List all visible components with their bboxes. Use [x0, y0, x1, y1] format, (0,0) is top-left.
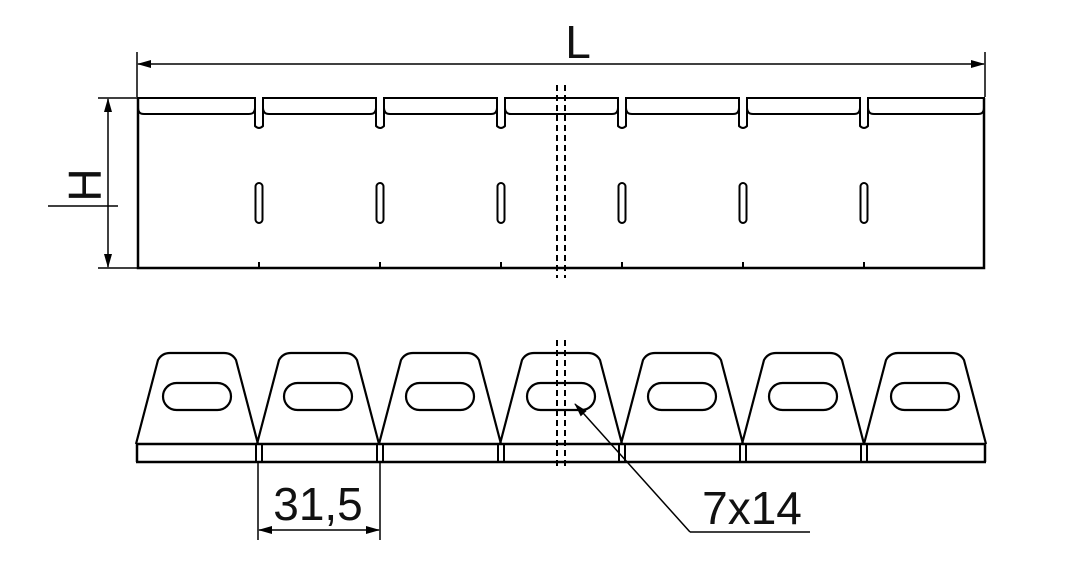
tab — [862, 351, 988, 445]
vertical-slots — [254, 182, 869, 224]
height-dimension: H — [48, 97, 137, 269]
length-label: L — [565, 16, 591, 68]
oblong-hole — [404, 381, 476, 412]
slot-size-label: 7x14 — [702, 482, 802, 534]
flange-segment — [746, 97, 861, 115]
tab — [134, 351, 260, 445]
vertical-slot — [738, 182, 748, 224]
tabs — [134, 351, 988, 445]
tab — [619, 351, 745, 445]
oblong-hole — [889, 381, 961, 412]
flange-segment — [383, 97, 498, 115]
oblong-hole — [767, 381, 839, 412]
fold-notch — [617, 98, 627, 129]
break-line-top — [556, 85, 566, 278]
pitch-dimension: 31,5 — [257, 462, 381, 540]
base-strip — [135, 442, 987, 464]
fold-notch — [375, 98, 385, 129]
fold-notch — [496, 98, 506, 129]
flange-segment — [262, 97, 377, 115]
length-dimension: L — [136, 16, 986, 97]
vertical-slot — [375, 182, 385, 224]
height-label: H — [59, 168, 111, 201]
oblong-hole — [161, 381, 233, 412]
top-flange — [137, 97, 985, 129]
fold-notch — [254, 98, 264, 129]
tab — [255, 351, 381, 445]
break-line-bottom — [556, 340, 566, 470]
vertical-slot — [496, 182, 506, 224]
vertical-slot — [859, 182, 869, 224]
vertical-slot — [617, 182, 627, 224]
oblong-hole — [525, 381, 597, 412]
pitch-label: 31,5 — [273, 478, 363, 530]
tab — [740, 351, 866, 445]
tab — [377, 351, 503, 445]
flange-segment — [867, 97, 985, 115]
oblong-hole — [282, 381, 354, 412]
oblong-hole — [646, 381, 718, 412]
flange-segment — [625, 97, 740, 115]
vertical-slot — [254, 182, 264, 224]
top-view — [136, 85, 986, 278]
tab — [498, 351, 624, 445]
slot-size-callout: 7x14 — [574, 403, 810, 534]
flange-segment — [137, 97, 256, 115]
bottom-view — [134, 340, 988, 470]
flange-segment — [504, 97, 619, 115]
fold-ticks — [258, 262, 865, 268]
fold-notch — [738, 98, 748, 129]
fold-notch — [859, 98, 869, 129]
